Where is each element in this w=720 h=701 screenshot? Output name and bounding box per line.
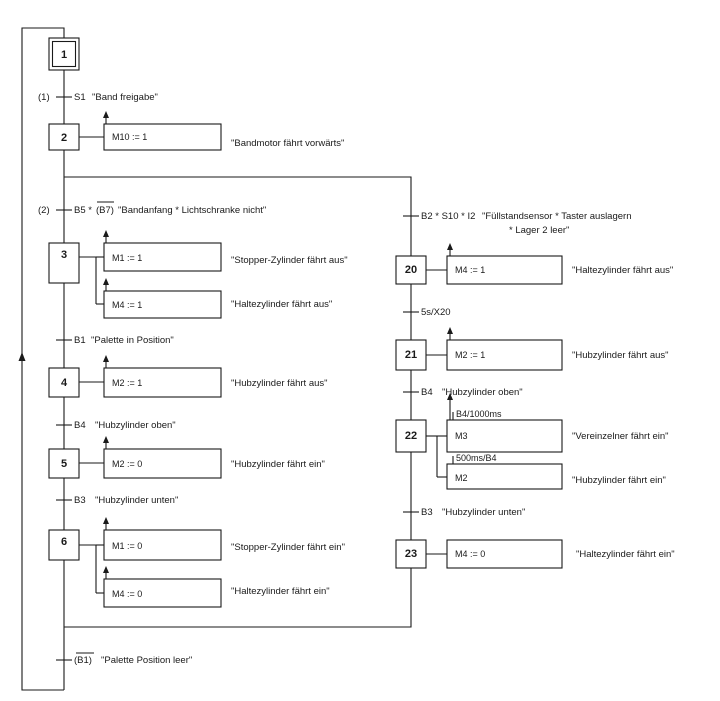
action-step-6: M1 := 0 "Stopper-Zylinder fährt ein" M4 … xyxy=(79,517,345,608)
step-22[interactable]: 22 xyxy=(395,419,427,453)
action-comment: "Haltezylinder fährt aus" xyxy=(231,299,332,310)
step-label: 4 xyxy=(61,377,68,389)
action-comment: "Vereinzelner fährt ein" xyxy=(572,431,669,442)
action-text: M1 := 0 xyxy=(112,541,142,551)
action-text: M3 xyxy=(455,431,468,441)
transition-comment: "Hubzylinder unten" xyxy=(95,495,178,506)
transition-condition: 5s/X20 xyxy=(421,307,451,318)
action-step-22: B4/1000ms M3 "Vereinzelner fährt ein" 50… xyxy=(426,393,669,490)
step-label: 20 xyxy=(405,264,417,276)
action-comment: "Haltezylinder fährt ein" xyxy=(231,586,330,597)
transition-comment-line2: * Lager 2 leer" xyxy=(509,225,569,236)
action-comment: "Hubzylinder fährt ein" xyxy=(572,475,666,486)
action-qualifier: B4/1000ms xyxy=(456,409,502,419)
action-comment: "Haltezylinder fährt aus" xyxy=(572,265,673,276)
action-comment: "Bandmotor fährt vorwärts" xyxy=(231,138,344,149)
action-text: M2 := 1 xyxy=(112,378,142,388)
step-label: 22 xyxy=(405,430,417,442)
action-comment: "Haltezylinder fährt ein" xyxy=(576,549,675,560)
transition-3[interactable]: B1 "Palette in Position" xyxy=(56,335,174,346)
action-text: M4 := 0 xyxy=(112,589,142,599)
transition-condition: B5 * xyxy=(74,205,92,216)
transition-number: (2) xyxy=(38,205,50,216)
step-21[interactable]: 21 xyxy=(395,339,427,371)
action-qualifier: 500ms/B4 xyxy=(456,453,497,463)
step-6[interactable]: 6 xyxy=(48,529,80,561)
transition-21[interactable]: 5s/X20 xyxy=(403,307,451,318)
step-5[interactable]: 5 xyxy=(48,448,80,479)
action-step-5: M2 := 0 "Hubzylinder fährt ein" xyxy=(79,436,325,479)
transition-comment: "Palette in Position" xyxy=(91,335,174,346)
step-label: 3 xyxy=(61,249,67,261)
transition-comment: "Bandanfang * Lichtschranke nicht" xyxy=(118,205,266,216)
transition-condition: B2 * S10 * I2 xyxy=(421,211,475,222)
action-step-23: M4 := 0 "Haltezylinder fährt ein" xyxy=(426,539,675,569)
transition-comment: "Palette Position leer" xyxy=(101,655,192,666)
action-comment: "Hubzylinder fährt aus" xyxy=(572,350,669,361)
transition-comment: "Hubzylinder oben" xyxy=(442,387,523,398)
action-text: M10 := 1 xyxy=(112,132,147,142)
step-3[interactable]: 3 xyxy=(48,242,80,284)
transition-1[interactable]: (1) S1 "Band freigabe" xyxy=(38,92,158,103)
step-label: 5 xyxy=(61,458,67,470)
action-text: M2 xyxy=(455,473,468,483)
transition-22[interactable]: B4 "Hubzylinder oben" xyxy=(403,387,523,398)
step-label: 23 xyxy=(405,548,417,560)
step-1[interactable]: 1 xyxy=(48,37,80,71)
transition-condition: B3 xyxy=(74,495,86,506)
alternative-branch xyxy=(64,176,412,628)
action-text: M2 := 0 xyxy=(112,459,142,469)
step-2[interactable]: 2 xyxy=(48,123,80,151)
transition-condition: B3 xyxy=(421,507,433,518)
transition-20[interactable]: B2 * S10 * I2 "Füllstandsensor * Taster … xyxy=(403,211,631,236)
transition-comment: "Hubzylinder oben" xyxy=(95,420,176,431)
transition-5[interactable]: B3 "Hubzylinder unten" xyxy=(56,495,178,506)
action-text: M4 := 0 xyxy=(455,549,485,559)
step-label: 1 xyxy=(61,49,67,61)
step-20[interactable]: 20 xyxy=(395,255,427,285)
transition-comment: "Band freigabe" xyxy=(92,92,158,103)
transition-condition: B4 xyxy=(74,420,86,431)
action-text: M4 := 1 xyxy=(112,300,142,310)
transition-condition: S1 xyxy=(74,92,86,103)
step-label: 2 xyxy=(61,132,67,144)
action-text: M2 := 1 xyxy=(455,350,485,360)
transition-number: (1) xyxy=(38,92,50,103)
transition-condition: B1 xyxy=(74,335,86,346)
transition-6[interactable]: (B1) "Palette Position leer" xyxy=(56,652,192,666)
transition-comment: "Füllstandsensor * Taster auslagern xyxy=(482,211,631,222)
action-step-2: M10 := 1 "Bandmotor fährt vorwärts" xyxy=(79,111,344,151)
action-step-20: M4 := 1 "Haltezylinder fährt aus" xyxy=(426,243,673,285)
action-step-21: M2 := 1 "Hubzylinder fährt aus" xyxy=(426,327,669,371)
transition-23[interactable]: B3 "Hubzylinder unten" xyxy=(403,507,525,518)
action-step-4: M2 := 1 "Hubzylinder fährt aus" xyxy=(79,355,328,398)
transition-comment: "Hubzylinder unten" xyxy=(442,507,525,518)
return-loop xyxy=(18,27,65,691)
transition-2[interactable]: (2) B5 * (B7) "Bandanfang * Lichtschrank… xyxy=(38,201,266,216)
action-comment: "Stopper-Zylinder fährt aus" xyxy=(231,255,348,266)
step-4[interactable]: 4 xyxy=(48,367,80,398)
action-comment: "Hubzylinder fährt aus" xyxy=(231,378,328,389)
transition-4[interactable]: B4 "Hubzylinder oben" xyxy=(56,420,176,431)
step-label: 6 xyxy=(61,536,67,548)
action-text: M1 := 1 xyxy=(112,253,142,263)
action-step-3: M1 := 1 "Stopper-Zylinder fährt aus" M4 … xyxy=(79,230,348,319)
action-text: M4 := 1 xyxy=(455,265,485,275)
transition-negated-condition: (B1) xyxy=(74,655,92,666)
transition-negated-condition: (B7) xyxy=(96,205,114,216)
action-comment: "Hubzylinder fährt ein" xyxy=(231,459,325,470)
step-label: 21 xyxy=(405,349,417,361)
step-23[interactable]: 23 xyxy=(395,539,427,569)
action-comment: "Stopper-Zylinder fährt ein" xyxy=(231,542,345,553)
transition-condition: B4 xyxy=(421,387,433,398)
